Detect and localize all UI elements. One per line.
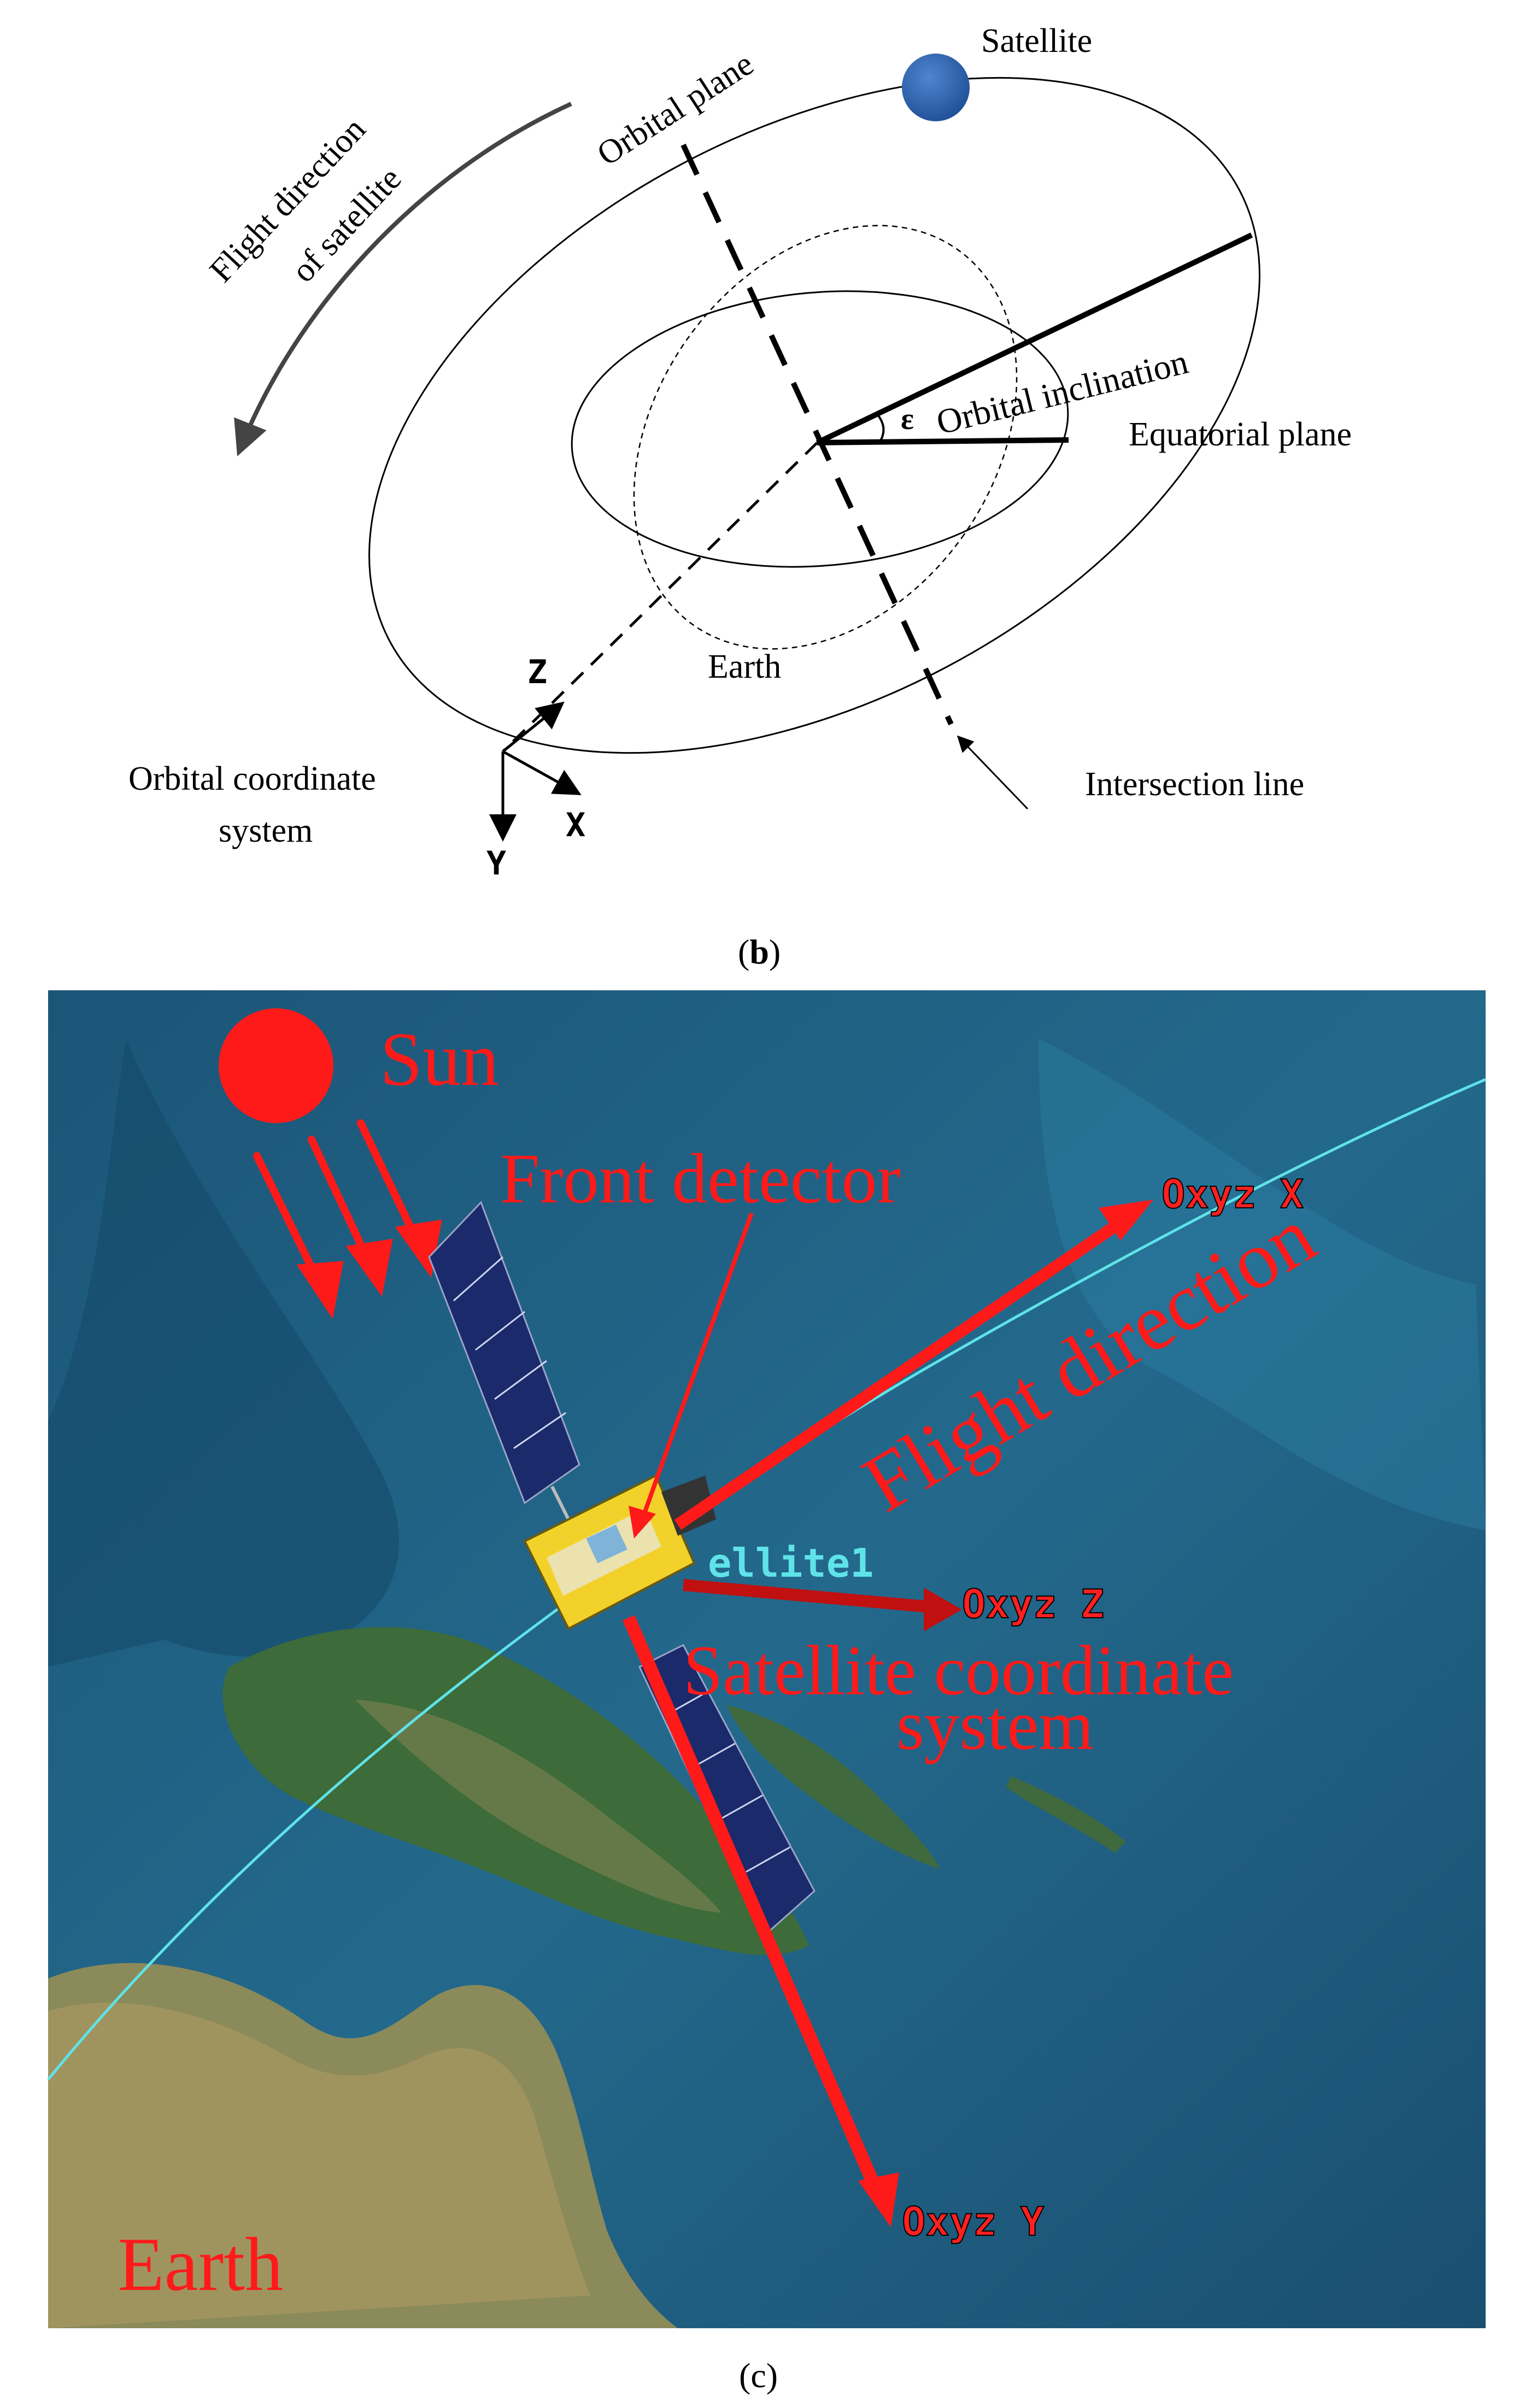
new-guinea-highlands [355, 1700, 721, 1913]
earth-label: Earth [708, 648, 781, 685]
trench-shadow [48, 1038, 400, 1667]
orbital-axes [489, 701, 582, 842]
orbital-plane-line [681, 143, 954, 726]
caption-b-letter: b [749, 932, 769, 971]
satellite-label: Satellite [981, 22, 1092, 60]
satellite-icon [902, 54, 970, 121]
sun-icon [219, 1008, 333, 1123]
oxyz-x-label: Oxyz X [1162, 1171, 1304, 1217]
orbital-plane-label: Orbital plane [591, 45, 760, 173]
equatorial-line [817, 437, 1069, 445]
equatorial-plane-label: Equatorial plane [1129, 416, 1352, 453]
axis-z-label: Z [527, 653, 547, 691]
inclined-ellipse [633, 225, 1018, 650]
axis-x-label: X [566, 806, 585, 844]
satellite-coordinate-label-line2: system [896, 1686, 1094, 1765]
flight-direction-arrow [234, 102, 572, 456]
solomon-islands [1006, 1776, 1126, 1853]
satellite-name-label: ellite1 [708, 1540, 873, 1586]
caption-b: (b) [738, 932, 781, 971]
reef-shallows [1039, 1038, 1486, 1530]
orbital-inclination-line [816, 232, 1253, 445]
orbit-ellipse [368, 77, 1260, 754]
intersection-line-label: Intersection line [1085, 766, 1304, 803]
earth-label-c: Earth [118, 2222, 283, 2307]
equatorial-ellipse [571, 290, 1069, 568]
origin-dashed-line [502, 442, 818, 753]
intersection-arrow [957, 735, 1029, 810]
east-islands [727, 1705, 940, 1869]
panel-b-diagram: Satellite Orbital plane Flight direction… [128, 22, 1352, 883]
axis-y-label: Y [486, 844, 506, 883]
solar-panel-upper [428, 1201, 580, 1526]
oxyz-y-arrow [622, 1615, 899, 2227]
australia-north-coast [48, 2002, 590, 2328]
oxyz-y-label: Oxyz Y [902, 2199, 1045, 2245]
orbital-coordinate-label-line2: system [219, 812, 313, 849]
sun-label: Sun [380, 1017, 499, 1102]
oxyz-z-label: Oxyz Z [962, 1581, 1104, 1627]
epsilon-arc [876, 413, 885, 443]
panel-c-scene: Sun Front detector Flight direction Sate… [47, 990, 1486, 2328]
oxyz-z-arrow [683, 1579, 962, 1631]
orbital-coordinate-label-line1: Orbital coordinate [128, 760, 376, 797]
epsilon-label: ε [901, 402, 914, 436]
satellite-coordinate-label-line1: Satellite coordinate [683, 1631, 1234, 1710]
caption-c-letter: c [750, 2356, 766, 2395]
caption-c: (c) [739, 2356, 778, 2395]
oxyz-x-arrow [674, 1200, 1153, 1530]
front-detector-pointer [629, 1212, 754, 1538]
front-detector-label: Front detector [500, 1140, 901, 1218]
